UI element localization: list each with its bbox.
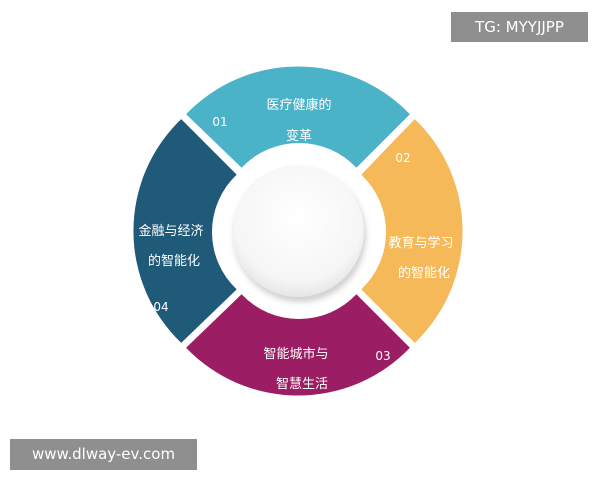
segment-01-number: 01 [212, 115, 227, 129]
segment-03 [186, 294, 410, 396]
segment-04-label-line1: 金融与经济 [138, 223, 203, 239]
segment-02-label-line2: 的智能化 [398, 265, 450, 281]
segment-03-label-line1: 智能城市与 [263, 346, 328, 362]
segment-04 [133, 119, 237, 343]
segment-04-label-line2: 的智能化 [148, 253, 200, 269]
segment-02-label-line1: 教育与学习 [388, 235, 453, 251]
segment-03-label-line2: 智慧生活 [276, 376, 328, 392]
segment-02-number: 02 [395, 151, 410, 165]
segment-03-number: 03 [375, 349, 390, 363]
segment-01-label-line1: 医疗健康的 [266, 97, 331, 113]
segment-04-number: 04 [153, 300, 168, 314]
center-circle [232, 165, 364, 297]
watermark-top-right: TG: MYYJJPP [451, 12, 588, 42]
segment-01-label-line2: 变革 [286, 128, 312, 144]
watermark-bottom-left: www.dlway-ev.com [10, 439, 197, 470]
segment-02 [361, 119, 463, 343]
segment-01 [186, 66, 410, 168]
